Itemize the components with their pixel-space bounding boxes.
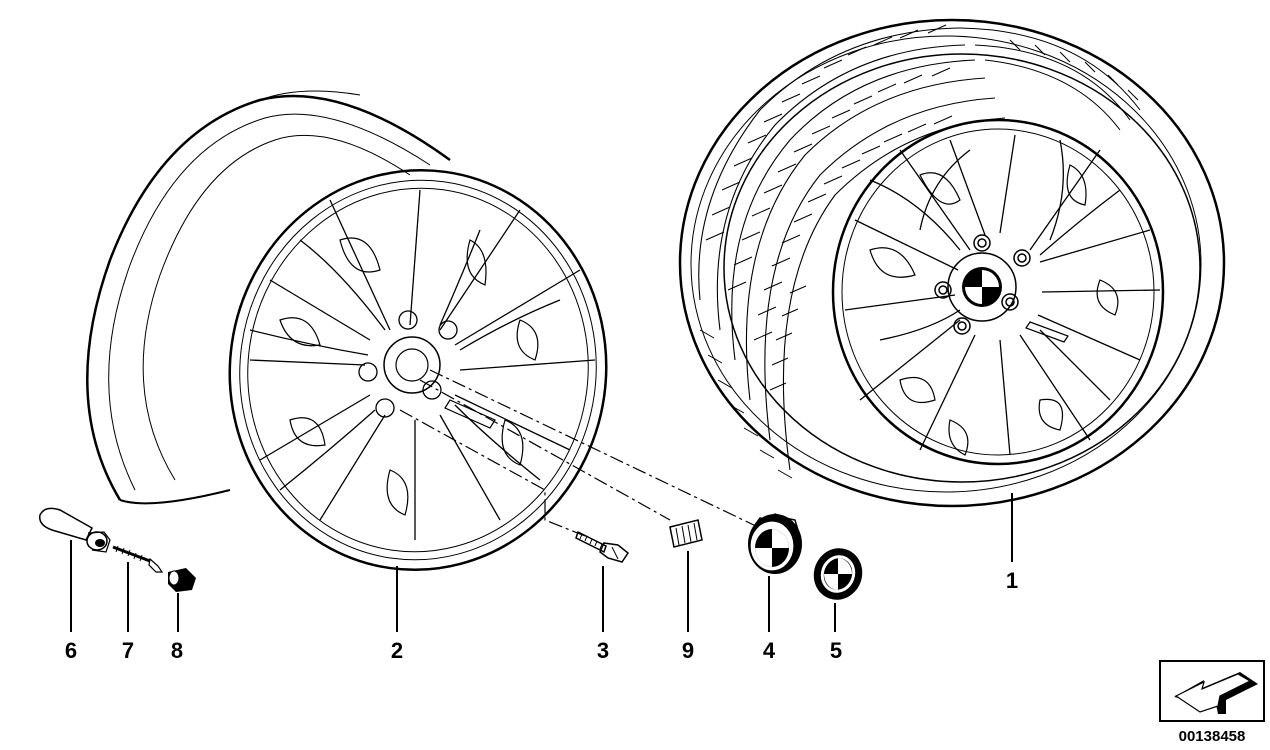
complete-wheel-illustration[interactable] (678, 18, 1226, 508)
callout-8[interactable]: 8 (171, 638, 183, 663)
assembly-lines (399, 369, 761, 537)
valve-stem-illustration[interactable] (39, 507, 111, 553)
callout-6[interactable]: 6 (65, 638, 77, 663)
callout-5[interactable]: 5 (830, 638, 842, 663)
callout-7[interactable]: 7 (122, 638, 134, 663)
callout-1[interactable]: 1 (1006, 568, 1018, 593)
diagram-code: 00138458 (1179, 728, 1246, 745)
leader-lines (70, 493, 1013, 632)
hub-cap-illustration[interactable] (748, 513, 802, 574)
valve-core-illustration[interactable] (112, 545, 164, 573)
orientation-arrow-icon (1159, 660, 1265, 722)
balance-weight-illustration[interactable] (669, 519, 703, 548)
callout-4[interactable]: 4 (763, 638, 776, 663)
callout-3[interactable]: 3 (597, 638, 609, 663)
callout-2[interactable]: 2 (391, 638, 403, 663)
callout-9[interactable]: 9 (682, 638, 694, 663)
emblem-illustration[interactable] (807, 541, 870, 606)
valve-cap-illustration[interactable] (168, 568, 196, 592)
wheel-bolt-illustration[interactable] (575, 530, 630, 563)
alloy-rim-illustration[interactable] (86, 90, 632, 594)
callout-numbers: 1 2 3 4 5 6 7 8 9 (65, 568, 1018, 663)
